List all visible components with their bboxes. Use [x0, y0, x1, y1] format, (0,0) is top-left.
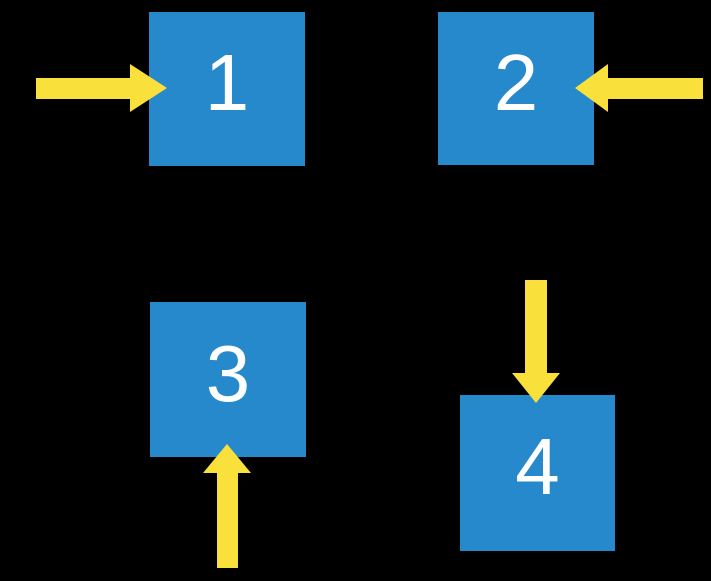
square-1[interactable]: 1	[149, 12, 305, 166]
arrow-down-shaft	[525, 280, 547, 373]
arrow-up-head-icon	[203, 444, 251, 473]
arrow-left-head-icon	[575, 64, 608, 112]
arrow-left-shaft	[608, 78, 703, 99]
square-1-label: 1	[204, 38, 250, 127]
arrow-right-head-icon	[130, 64, 167, 112]
square-3[interactable]: 3	[150, 302, 306, 457]
square-2-label: 2	[493, 37, 539, 127]
arrow-down-head-icon	[512, 373, 560, 403]
square-4-label: 4	[515, 422, 560, 511]
square-4[interactable]: 4	[460, 395, 615, 551]
square-2[interactable]: 2	[438, 12, 594, 165]
square-3-label: 3	[205, 328, 251, 418]
arrow-up-shaft	[217, 473, 238, 568]
arrow-right-shaft	[36, 78, 130, 99]
